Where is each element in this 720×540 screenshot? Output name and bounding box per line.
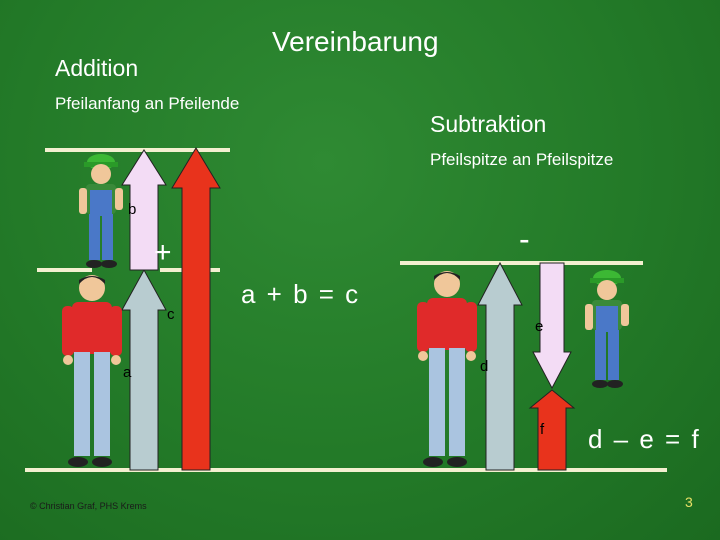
child-figure-addition (79, 154, 123, 268)
arrow-b (121, 149, 167, 271)
line-addition-top (45, 148, 230, 152)
arrow-a (121, 268, 167, 471)
addition-heading: Addition (55, 55, 139, 81)
plus-operator: + (154, 236, 172, 269)
label-e: e (535, 318, 544, 335)
arrow-c (171, 147, 221, 471)
copyright-text: © Christian Graf, PHS Krems (30, 501, 147, 511)
addition-equation: a + b = c (241, 279, 361, 309)
man-figure-subtraction (417, 271, 477, 467)
subtraction-rule: Pfeilspitze an Pfeilspitze (430, 150, 614, 169)
page-number: 3 (685, 494, 693, 510)
child-figure-subtraction (585, 270, 629, 388)
label-c: c (167, 306, 175, 323)
arrow-d (477, 261, 523, 471)
minus-operator: - (519, 221, 530, 257)
line-subtraction-top (400, 261, 643, 265)
addition-rule: Pfeilanfang an Pfeilende (55, 94, 240, 113)
line-addition-mid-left (37, 268, 92, 272)
man-figure-addition (62, 275, 122, 467)
arrow-e (532, 262, 572, 390)
label-a: a (123, 364, 132, 381)
slide-title: Vereinbarung (272, 26, 439, 57)
label-b: b (128, 201, 137, 218)
subtraction-heading: Subtraktion (430, 111, 547, 137)
label-f: f (540, 421, 545, 438)
arrow-f (528, 389, 576, 471)
line-ground (25, 468, 667, 472)
label-d: d (480, 358, 489, 375)
subtraction-equation: d – e = f (588, 424, 701, 454)
